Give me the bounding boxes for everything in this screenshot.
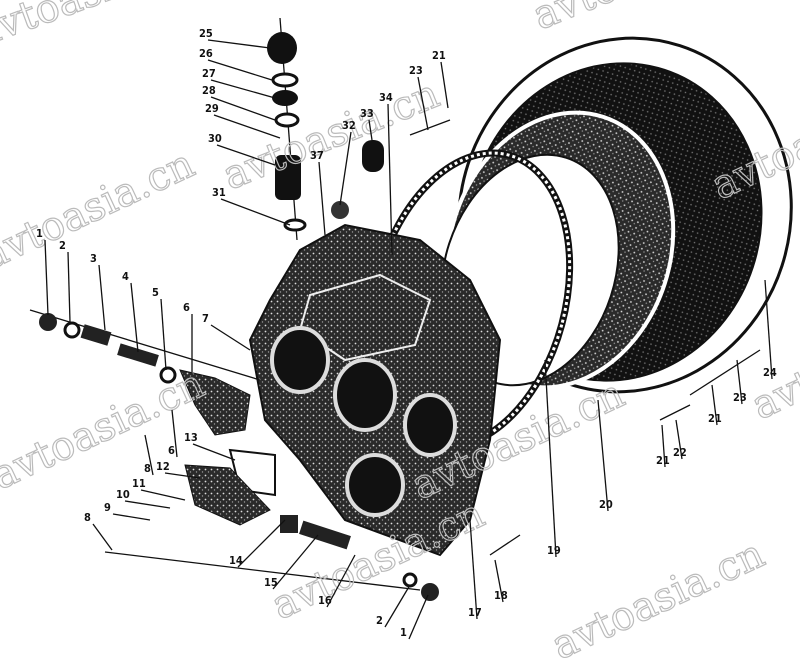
leader-line (384, 584, 411, 628)
callout-label: 33 (360, 107, 374, 120)
callout-label: 21 (432, 49, 446, 62)
leader-line (368, 119, 373, 141)
leader-line (112, 513, 151, 521)
callout-label: 31 (212, 186, 226, 199)
leader-line (736, 359, 743, 405)
leader-line (44, 239, 49, 316)
relief-valve-parts (29, 119, 761, 601)
callout-label: 12 (156, 460, 170, 473)
leader-line (210, 79, 276, 99)
leader-line (339, 131, 352, 206)
leader-line (207, 59, 273, 81)
callout-label: 32 (342, 119, 356, 132)
leader-line (417, 76, 429, 131)
callout-label: 8 (84, 511, 91, 524)
callout-label: 5 (152, 286, 159, 299)
callout-label: 8 (144, 462, 151, 475)
leader-line (597, 399, 609, 512)
leader-line (237, 519, 286, 568)
callout-label: 11 (132, 477, 146, 490)
leader-line (318, 161, 326, 236)
leader-line (140, 489, 186, 501)
leader-line (67, 251, 71, 323)
callout-label: 24 (763, 366, 777, 379)
leader-line (272, 534, 319, 590)
leader-line (124, 500, 171, 509)
leader-line (494, 559, 504, 603)
callout-label: 17 (468, 606, 482, 619)
callout-label: 26 (199, 47, 213, 60)
leader-line (216, 144, 276, 166)
callout-label: 15 (264, 576, 278, 589)
callout-label: 30 (208, 132, 222, 145)
callout-label: 19 (547, 544, 561, 557)
leader-line (160, 298, 167, 371)
watermark: avtoasia.cn (0, 0, 199, 56)
leader-line (98, 264, 106, 331)
callout-label: 4 (122, 270, 129, 283)
leader-line (144, 434, 154, 476)
leader-line (764, 279, 773, 380)
leader-line (440, 61, 449, 109)
watermark: avtoasia.cn (545, 531, 772, 665)
callout-label: 7 (202, 312, 209, 325)
valve-stack (267, 17, 384, 241)
callout-label: 1 (400, 626, 407, 639)
watermark: avtoasia.cn (527, 0, 756, 39)
callout-label: 14 (229, 554, 243, 567)
callout-label: 25 (199, 27, 213, 40)
callout-label: 1 (36, 227, 43, 240)
leader-line (326, 554, 356, 608)
callout-label: 23 (733, 391, 747, 404)
leader-line (164, 472, 201, 479)
leader-line (408, 594, 429, 640)
gear-case (248, 223, 502, 557)
callout-label: 3 (90, 252, 97, 265)
callout-label: 20 (599, 498, 613, 511)
callout-label: 6 (168, 444, 175, 457)
leader-line (130, 282, 139, 353)
leader-line (207, 39, 271, 49)
callout-label: 28 (202, 84, 216, 97)
callout-label: 18 (494, 589, 508, 602)
leader-line (544, 359, 557, 558)
callout-label: 22 (673, 446, 687, 459)
leader-line (210, 96, 276, 121)
callout-label: 27 (202, 67, 216, 80)
callout-label: 2 (376, 614, 383, 627)
leader-line (213, 114, 281, 139)
leader-line (210, 324, 251, 351)
watermark: avtoasia.cn (0, 141, 201, 279)
leader-line (387, 103, 393, 256)
leader-line (92, 523, 113, 551)
leader-line (661, 424, 666, 468)
callout-label: 9 (104, 501, 111, 514)
callout-label: 37 (310, 149, 324, 162)
callout-label: 13 (184, 431, 198, 444)
leader-line (675, 419, 683, 460)
callout-label: 21 (656, 454, 670, 467)
leader-line (220, 198, 291, 226)
leader-line (171, 409, 178, 458)
callout-label: 6 (183, 301, 190, 314)
watermark: avtoasia.cn (0, 361, 211, 499)
leader-line (711, 384, 718, 426)
callout-label: 23 (409, 64, 423, 77)
callout-label: 16 (318, 594, 332, 607)
callout-label: 2 (59, 239, 66, 252)
callout-label: 29 (205, 102, 219, 115)
callout-label: 34 (379, 91, 393, 104)
callout-label: 10 (116, 488, 130, 501)
callout-label: 21 (708, 412, 722, 425)
leader-line (192, 443, 236, 461)
leader-line (469, 519, 478, 620)
